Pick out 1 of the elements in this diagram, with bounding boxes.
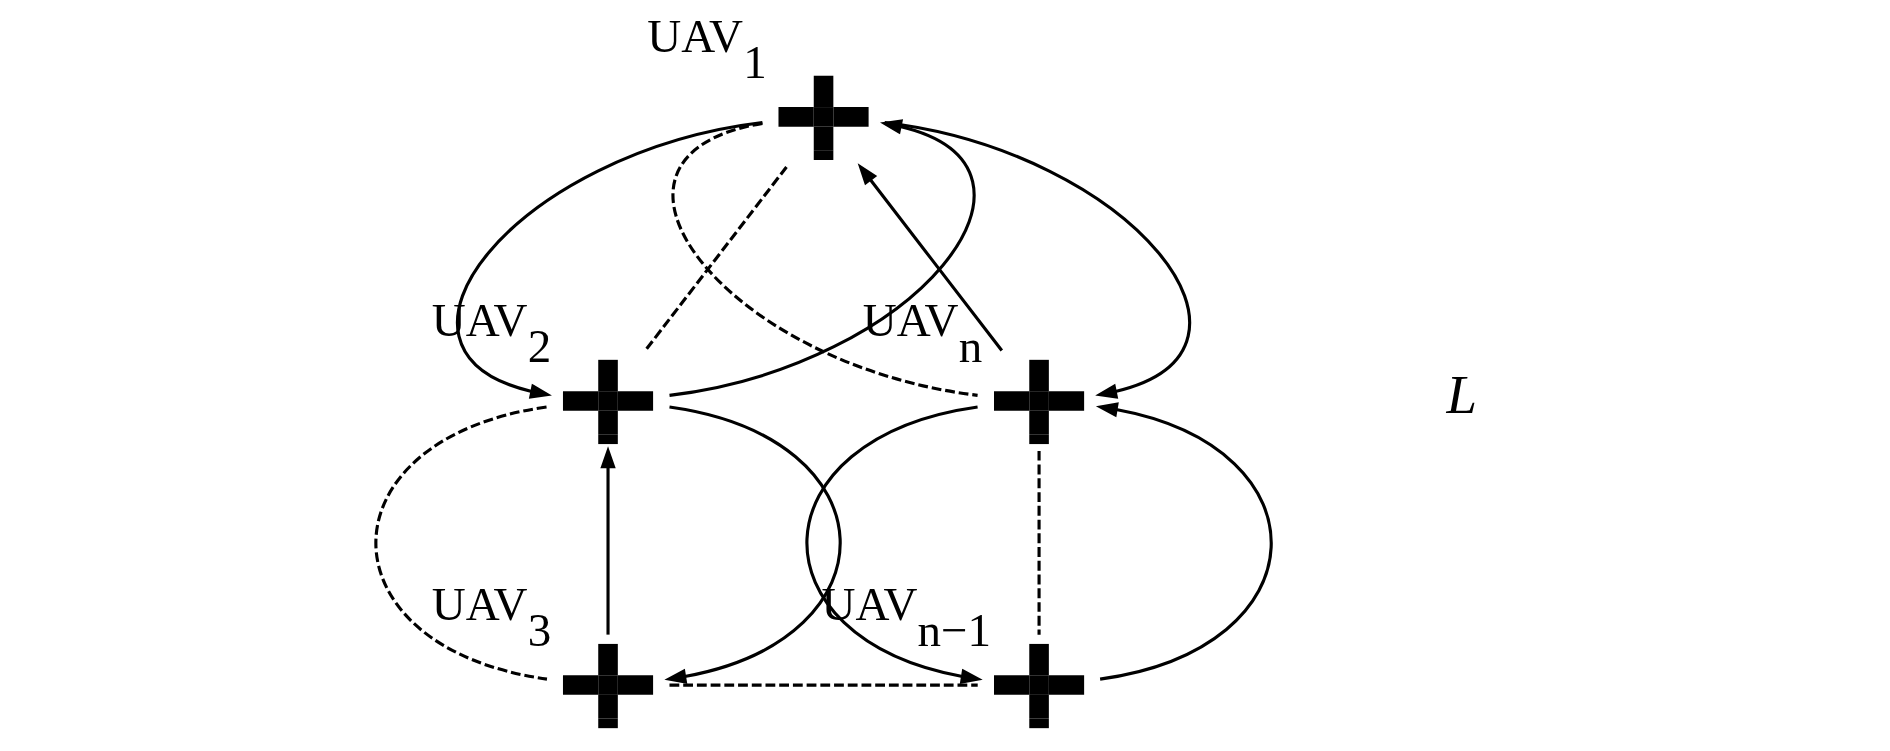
label: L xyxy=(1446,363,1477,425)
